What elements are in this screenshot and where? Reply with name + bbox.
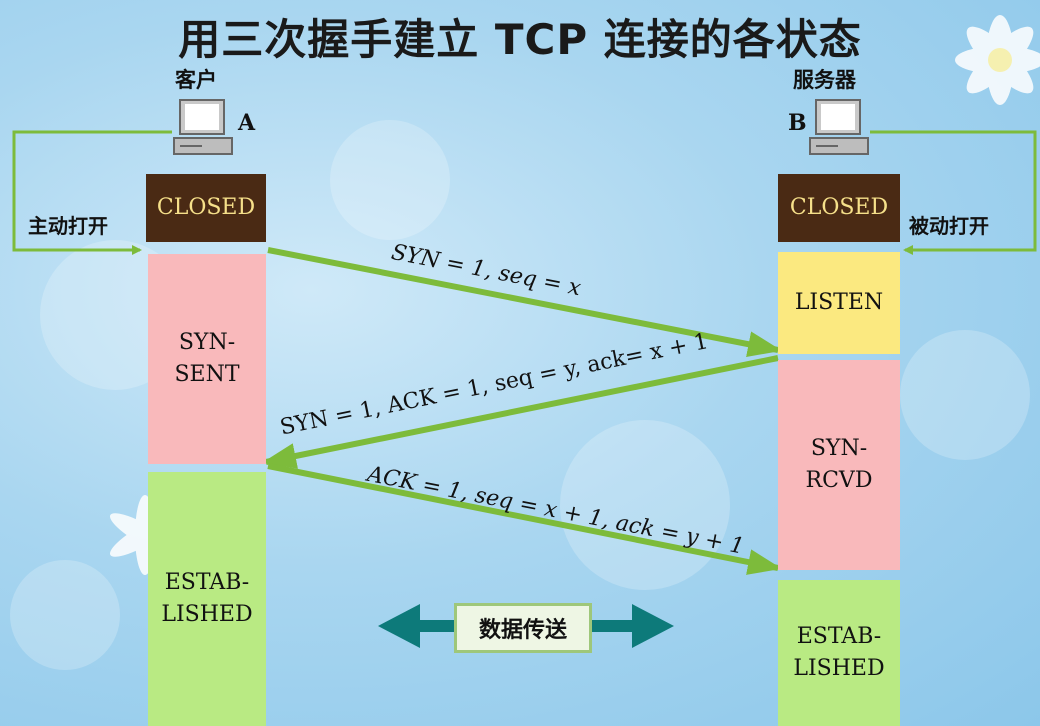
client-label: 客户 [175, 68, 217, 92]
data-transfer-label: 数据传送 [454, 603, 592, 653]
passive-open-label: 被动打开 [909, 214, 989, 238]
server-state-listen: LISTEN [778, 252, 900, 354]
syn-arrow [267, 247, 782, 357]
server-computer-icon [809, 99, 869, 155]
flower-decoration [955, 15, 1040, 105]
active-open-loop [12, 130, 172, 255]
client-computer-icon [173, 99, 233, 155]
server-state-syn-rcvd: SYN- RCVD [778, 360, 900, 570]
server-state-established: ESTAB- LISHED [778, 580, 900, 726]
client-state-syn-sent: SYN- SENT [148, 254, 266, 464]
syn-ack-arrow [262, 355, 779, 469]
server-label: 服务器 [793, 68, 856, 92]
client-state-closed: CLOSED [146, 174, 266, 242]
ack-arrow [267, 463, 782, 575]
client-letter: A [238, 110, 256, 136]
server-letter: B [788, 110, 807, 136]
diagram-title: 用三次握手建立 TCP 连接的各状态 [178, 15, 862, 64]
passive-open-loop [870, 130, 1037, 255]
background-bubble [900, 330, 1030, 460]
background-bubble [10, 560, 120, 670]
background-bubble [330, 120, 450, 240]
background-bubble [560, 420, 730, 590]
server-state-closed: CLOSED [778, 174, 900, 242]
client-state-established: ESTAB- LISHED [148, 472, 266, 726]
active-open-label: 主动打开 [28, 214, 108, 238]
